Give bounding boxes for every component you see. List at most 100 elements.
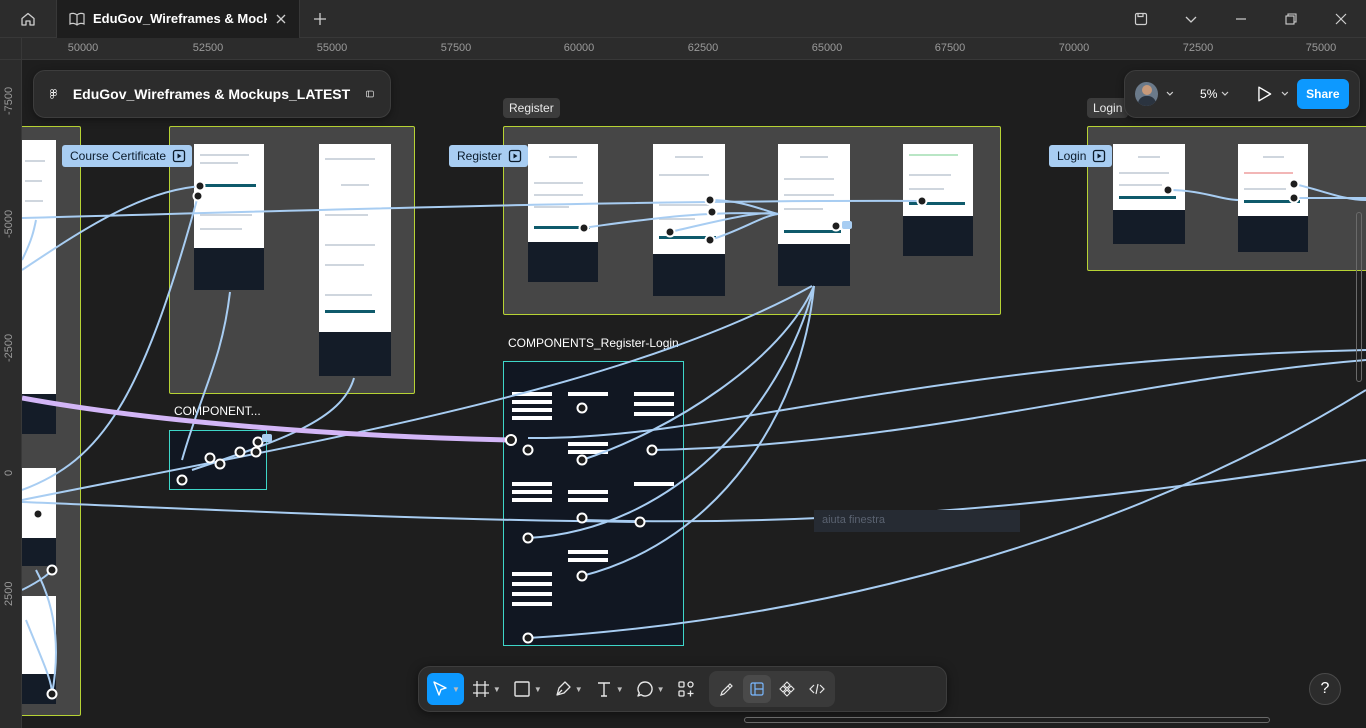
ruler-tick-label: -2500 xyxy=(3,333,15,362)
ruler-tick-label: 75000 xyxy=(1305,42,1337,54)
ruler-tick-label: 50000 xyxy=(67,42,99,54)
frame-icon xyxy=(472,681,489,697)
component-icon xyxy=(778,681,795,697)
ruler-tick-label: 72500 xyxy=(1182,42,1214,54)
file-tab[interactable]: EduGov_Wireframes & Mockups_L xyxy=(56,0,300,38)
pen-tool[interactable]: ▼ xyxy=(550,673,587,705)
dev-components-mode[interactable] xyxy=(773,675,801,703)
flow-start-icon xyxy=(172,149,186,163)
tag-label: Course Certificate xyxy=(70,149,167,163)
frame-thumbnail[interactable] xyxy=(1113,144,1185,244)
design-canvas[interactable]: COMPONENT... Register COMPONENTS_Registe… xyxy=(22,60,1366,728)
chevron-down-icon[interactable]: ▼ xyxy=(452,684,460,694)
restore-icon xyxy=(1285,13,1297,25)
minimize-icon xyxy=(1236,18,1246,20)
tag-register[interactable]: Register xyxy=(449,145,528,167)
tools-toolbar: ▼ ▼ ▼ ▼ ▼ ▼ xyxy=(418,666,947,712)
draw-mode[interactable] xyxy=(713,675,741,703)
ruler-tick-label: 60000 xyxy=(563,42,595,54)
frame-thumbnail[interactable] xyxy=(653,144,725,296)
text-tool[interactable]: ▼ xyxy=(591,673,628,705)
ruler-tick-label: -7500 xyxy=(3,86,15,115)
share-button[interactable]: Share xyxy=(1296,79,1349,109)
book-icon xyxy=(69,12,85,26)
ruler-tick-label: 55000 xyxy=(316,42,348,54)
save-icon xyxy=(1134,12,1148,26)
frame-thumbnail[interactable] xyxy=(528,144,598,282)
comment-icon xyxy=(636,681,653,697)
ruler-top: 50000 52500 55000 57500 60000 62500 6500… xyxy=(22,38,1366,60)
sidebar-toggle-icon[interactable] xyxy=(366,87,374,101)
tab-title: EduGov_Wireframes & Mockups_L xyxy=(93,11,267,26)
design-mode[interactable] xyxy=(742,675,771,703)
ruler-tick-label: -5000 xyxy=(3,209,15,238)
frame-thumbnail[interactable] xyxy=(903,144,973,256)
chevron-down-icon[interactable]: ▼ xyxy=(533,684,542,694)
chevron-down-icon xyxy=(1185,16,1197,23)
minimize-button[interactable] xyxy=(1216,0,1266,38)
ruler-left: -7500 -5000 -2500 0 2500 xyxy=(0,60,22,728)
frame-tool[interactable]: ▼ xyxy=(468,673,505,705)
actions-tool[interactable] xyxy=(673,673,699,705)
file-title[interactable]: EduGov_Wireframes & Mockups_LATEST xyxy=(72,86,351,102)
frame-thumbnail[interactable] xyxy=(319,144,391,376)
zoom-dropdown[interactable]: 5% xyxy=(1200,87,1229,101)
play-icon[interactable] xyxy=(1257,85,1273,103)
restore-button[interactable] xyxy=(1266,0,1316,38)
figma-logo-icon[interactable] xyxy=(50,84,57,104)
ruler-corner xyxy=(0,38,22,60)
chevron-down-icon[interactable]: ▼ xyxy=(656,684,665,694)
chevron-down-icon[interactable] xyxy=(1166,91,1174,97)
shape-tool[interactable]: ▼ xyxy=(509,673,546,705)
home-button[interactable] xyxy=(0,0,56,38)
prototype-connections xyxy=(22,178,1366,700)
close-window-button[interactable] xyxy=(1316,0,1366,38)
component-frame-register-login[interactable] xyxy=(503,361,684,646)
design-icon xyxy=(749,682,764,696)
mode-switcher xyxy=(708,671,835,707)
chevron-down-icon[interactable] xyxy=(1281,91,1289,97)
window-controls xyxy=(1116,0,1366,38)
chevron-down-icon[interactable]: ▼ xyxy=(492,684,501,694)
chevron-down-icon xyxy=(1221,91,1229,96)
section-chip-register[interactable]: Register xyxy=(503,98,560,118)
comment-tool[interactable]: ▼ xyxy=(632,673,669,705)
new-tab-button[interactable] xyxy=(300,0,340,38)
close-icon xyxy=(1335,13,1347,25)
vertical-scrollbar[interactable] xyxy=(1356,212,1362,382)
section-chip-login[interactable]: Login xyxy=(1087,98,1129,118)
avatar[interactable] xyxy=(1135,82,1159,106)
help-button[interactable]: ? xyxy=(1309,673,1341,705)
tag-login[interactable]: Login xyxy=(1049,145,1113,167)
frame-thumbnail[interactable] xyxy=(194,144,264,290)
cursor-icon xyxy=(433,681,447,696)
zoom-level: 5% xyxy=(1200,87,1218,101)
move-tool[interactable]: ▼ xyxy=(427,673,464,705)
collab-panel: 5% Share xyxy=(1124,70,1360,118)
title-bar: EduGov_Wireframes & Mockups_L xyxy=(0,0,1366,38)
ghost-help-input: aiuta finestra xyxy=(814,510,1020,532)
tab-dropdown-button[interactable] xyxy=(1166,0,1216,38)
chevron-down-icon[interactable]: ▼ xyxy=(615,684,624,694)
close-tab-button[interactable] xyxy=(275,13,287,25)
horizontal-scrollbar[interactable] xyxy=(744,717,1270,723)
pen-icon xyxy=(556,681,571,696)
flow-start-icon xyxy=(1093,149,1106,163)
frame-thumbnail[interactable] xyxy=(1238,144,1308,252)
ruler-tick-label: 2500 xyxy=(3,581,15,606)
rectangle-icon xyxy=(514,681,530,697)
actions-icon xyxy=(677,681,694,697)
ruler-tick-label: 65000 xyxy=(811,42,843,54)
ruler-tick-label: 52500 xyxy=(192,42,224,54)
save-button[interactable] xyxy=(1116,0,1166,38)
home-icon xyxy=(21,12,35,26)
code-icon xyxy=(808,683,825,695)
ruler-tick-label: 0 xyxy=(3,469,15,476)
tag-label: Register xyxy=(457,149,502,163)
tag-label: Login xyxy=(1057,149,1087,163)
tag-course-certificate[interactable]: Course Certificate xyxy=(62,145,193,167)
frame-thumbnail[interactable] xyxy=(778,144,850,286)
dev-mode[interactable] xyxy=(803,675,831,703)
chevron-down-icon[interactable]: ▼ xyxy=(574,684,583,694)
text-icon xyxy=(597,682,610,697)
